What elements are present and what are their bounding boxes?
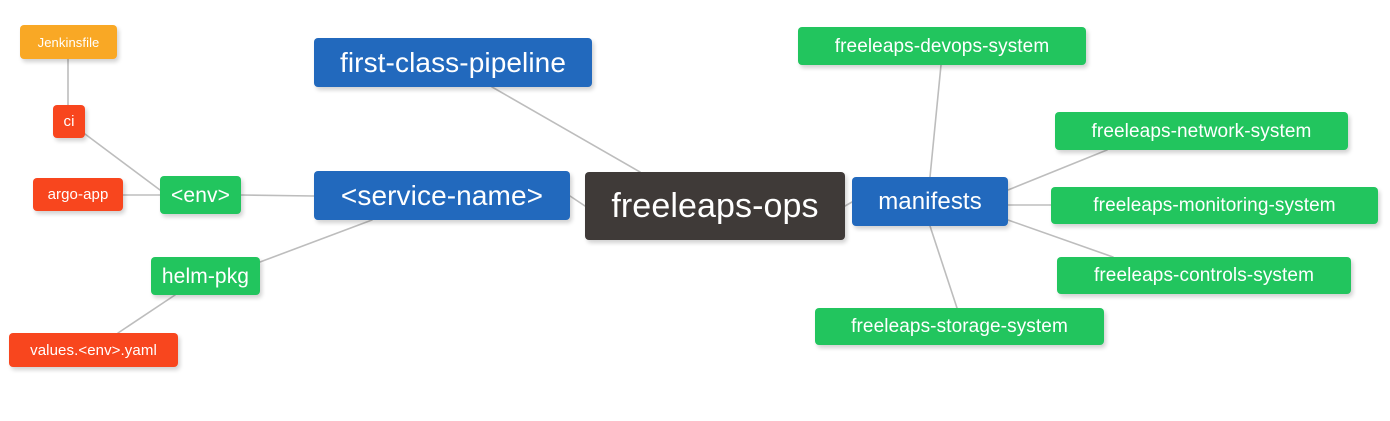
node-label-first-class-pipeline: first-class-pipeline bbox=[339, 46, 567, 78]
edge-service-env bbox=[240, 194, 315, 197]
node-label-service-name: <service-name> bbox=[340, 179, 544, 211]
edge-root-manifests bbox=[844, 201, 853, 207]
node-argo-app[interactable]: argo-app bbox=[33, 178, 123, 211]
node-label-freeleaps-controls-system: freeleaps-controls-system bbox=[1093, 265, 1315, 286]
node-label-helm-pkg: helm-pkg bbox=[161, 264, 250, 288]
node-first-class-pipeline[interactable]: first-class-pipeline bbox=[314, 38, 592, 87]
node-freeleaps-controls-system[interactable]: freeleaps-controls-system bbox=[1057, 257, 1351, 294]
node-ci[interactable]: ci bbox=[53, 105, 85, 138]
node-label-env: <env> bbox=[171, 183, 230, 207]
node-env[interactable]: <env> bbox=[160, 176, 241, 214]
node-label-freeleaps-devops-system: freeleaps-devops-system bbox=[834, 35, 1050, 57]
node-jenkinsfile[interactable]: Jenkinsfile bbox=[20, 25, 117, 59]
node-label-freeleaps-ops: freeleaps-ops bbox=[611, 187, 819, 225]
node-service-name[interactable]: <service-name> bbox=[314, 171, 570, 220]
edge-root-service bbox=[569, 195, 586, 207]
node-label-ci: ci bbox=[63, 113, 75, 130]
node-freeleaps-monitoring-system[interactable]: freeleaps-monitoring-system bbox=[1051, 187, 1378, 224]
node-label-freeleaps-monitoring-system: freeleaps-monitoring-system bbox=[1093, 195, 1336, 216]
edge-manifests-storage bbox=[929, 225, 958, 309]
node-label-manifests: manifests bbox=[878, 187, 982, 215]
node-label-jenkinsfile: Jenkinsfile bbox=[37, 34, 100, 50]
edge-service-helm bbox=[259, 219, 373, 263]
node-freeleaps-network-system[interactable]: freeleaps-network-system bbox=[1055, 112, 1348, 150]
node-helm-pkg[interactable]: helm-pkg bbox=[151, 257, 260, 295]
node-label-values-env-yaml: values.<env>.yaml bbox=[30, 341, 157, 359]
node-label-freeleaps-storage-system: freeleaps-storage-system bbox=[851, 316, 1068, 337]
edge-manifests-controls bbox=[1007, 219, 1114, 258]
node-values-env-yaml[interactable]: values.<env>.yaml bbox=[9, 333, 178, 367]
node-freeleaps-ops[interactable]: freeleaps-ops bbox=[585, 172, 845, 240]
edge-helm-values bbox=[117, 294, 176, 334]
edge-root-pipeline bbox=[491, 86, 641, 173]
node-label-argo-app: argo-app bbox=[47, 186, 109, 203]
node-freeleaps-devops-system[interactable]: freeleaps-devops-system bbox=[798, 27, 1086, 65]
node-freeleaps-storage-system[interactable]: freeleaps-storage-system bbox=[815, 308, 1104, 345]
edge-manifests-devops bbox=[929, 64, 942, 178]
node-label-freeleaps-network-system: freeleaps-network-system bbox=[1091, 120, 1312, 142]
edge-manifests-network bbox=[1007, 149, 1108, 191]
node-manifests[interactable]: manifests bbox=[852, 177, 1008, 226]
